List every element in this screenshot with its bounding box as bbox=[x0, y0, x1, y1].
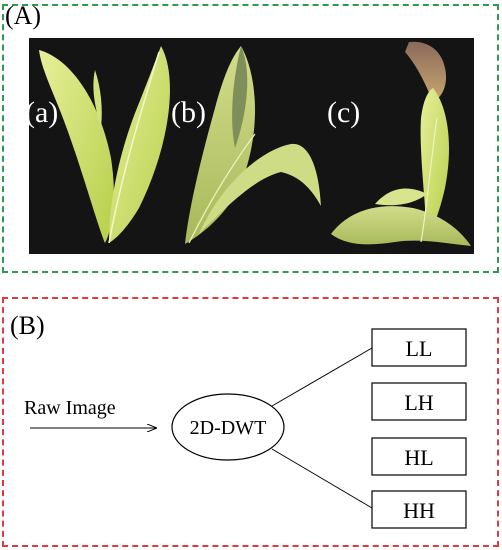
panel-b-frame bbox=[2, 297, 499, 547]
subband-ll-box bbox=[371, 328, 467, 367]
subband-ll-label: LL bbox=[406, 336, 433, 361]
branch-line-hh bbox=[271, 448, 373, 509]
subband-hl-box bbox=[371, 437, 467, 476]
subband-hl-label: HL bbox=[404, 445, 433, 470]
subband-lh-label: LH bbox=[404, 390, 433, 415]
dwt-label: 2D-DWT bbox=[190, 417, 267, 439]
leaf-c bbox=[331, 41, 471, 246]
leaf-a bbox=[39, 46, 170, 244]
sub-label-b: (b) bbox=[171, 96, 206, 129]
sub-label-c: (c) bbox=[327, 96, 360, 129]
panel-b-label: (B) bbox=[10, 311, 45, 340]
leaf-photo: (a) (b) (c) bbox=[29, 38, 474, 254]
dwt-node bbox=[171, 393, 285, 461]
leaf-b bbox=[185, 46, 321, 244]
branch-line-ll bbox=[271, 347, 373, 407]
raw-image-label: Raw Image bbox=[24, 397, 116, 419]
panel-a-frame bbox=[2, 4, 499, 273]
subband-hh-label: HH bbox=[403, 498, 435, 523]
sub-label-a: (a) bbox=[29, 96, 58, 129]
subband-lh-box bbox=[371, 382, 467, 421]
panel-a-label: (A) bbox=[5, 1, 42, 30]
subband-hh-box bbox=[371, 490, 467, 529]
